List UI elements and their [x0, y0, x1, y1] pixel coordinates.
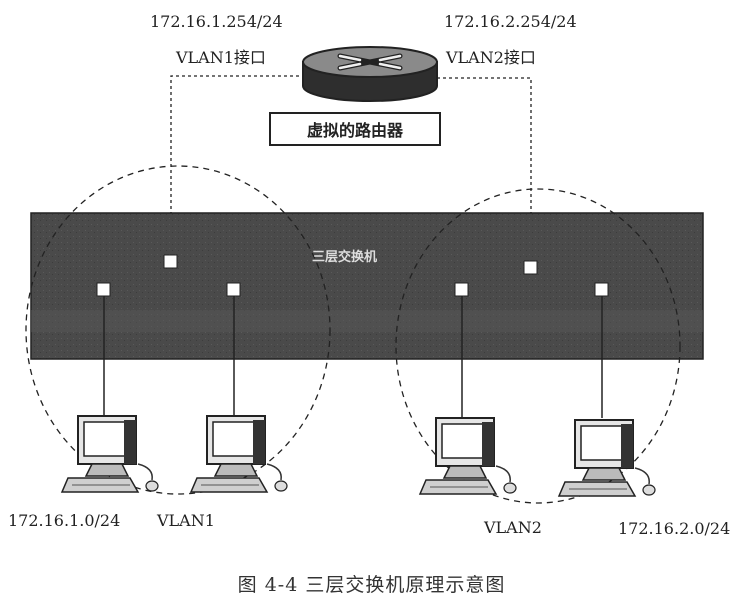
- vlan1-interface-port: [164, 255, 177, 268]
- port-pc2: [227, 283, 240, 296]
- vlan1-subnet: 172.16.1.0/24: [8, 513, 120, 529]
- vlan2-interface-port: [524, 261, 537, 274]
- vlan1-interface-label: VLAN1接口: [176, 50, 266, 66]
- vlan1-interface-ip: 172.16.1.254/24: [150, 14, 283, 30]
- vlan2-name: VLAN2: [484, 520, 542, 536]
- port-pc4: [595, 283, 608, 296]
- vlan2-subnet: 172.16.2.0/24: [618, 521, 730, 537]
- vlan2-interface-label: VLAN2接口: [446, 50, 536, 66]
- vlan1-name: VLAN1: [157, 513, 215, 529]
- vlan2-interface-ip: 172.16.2.254/24: [444, 14, 577, 30]
- router-icon: [303, 47, 437, 101]
- port-pc1: [97, 283, 110, 296]
- port-pc3: [455, 283, 468, 296]
- switch-label: 三层交换机: [312, 246, 377, 265]
- pc-icon-vlan1-b: [191, 416, 287, 492]
- figure-caption: 图 4-4 三层交换机原理示意图: [0, 570, 743, 597]
- pc-icon-vlan1-a: [62, 416, 158, 492]
- router-label: 虚拟的路由器: [269, 112, 441, 146]
- pc-icon-vlan2-b: [559, 420, 655, 496]
- pc-icon-vlan2-a: [420, 418, 516, 494]
